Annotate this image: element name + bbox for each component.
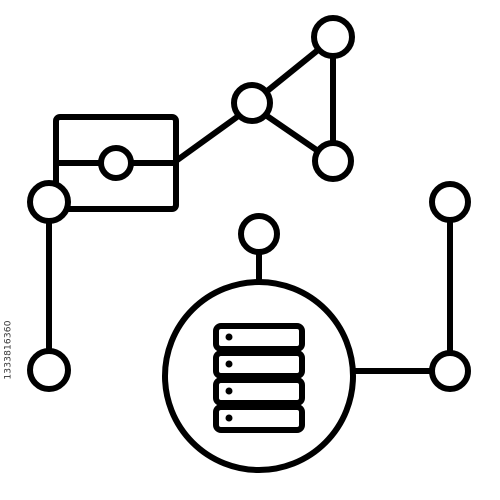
server-dot-3 <box>225 387 233 395</box>
server-indicator-dots <box>225 333 233 422</box>
server-dot-4 <box>225 414 233 422</box>
server-dot-1 <box>225 333 233 341</box>
node-left <box>27 180 71 224</box>
server-dot-2 <box>225 360 233 368</box>
node-hub <box>231 82 273 124</box>
node-right-mid <box>312 140 354 182</box>
server-unit-4 <box>213 404 305 433</box>
node-right-top <box>429 181 471 223</box>
server-unit-1 <box>213 323 305 352</box>
link-hub-to-top-node <box>263 47 321 95</box>
node-card-center <box>98 145 134 181</box>
image-id-label: 1333816360 <box>2 250 16 450</box>
node-top <box>311 15 355 59</box>
node-db-top <box>238 213 280 255</box>
node-right-bottom <box>429 350 471 392</box>
node-left-bottom <box>27 348 71 392</box>
image-id-text: 1333816360 <box>4 320 15 380</box>
link-hub-to-right-node <box>264 113 321 154</box>
server-unit-2 <box>213 350 305 379</box>
database-server-icon <box>213 323 305 433</box>
link-card-to-hub <box>173 114 240 164</box>
server-unit-3 <box>213 377 305 406</box>
